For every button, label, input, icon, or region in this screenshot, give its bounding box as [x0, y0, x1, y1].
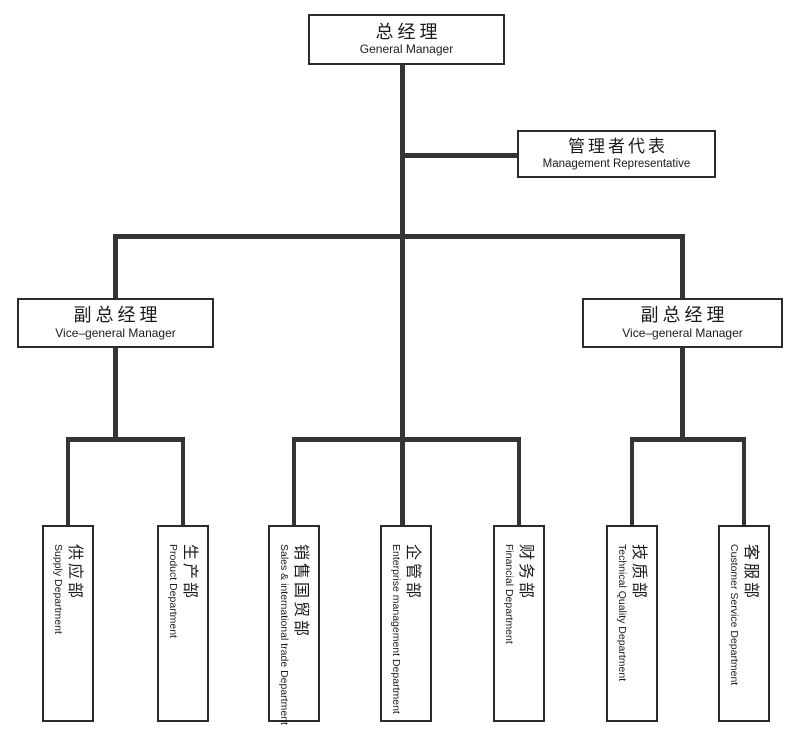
vice-general-manager-left-label-zh: 副总经理	[73, 305, 162, 326]
org-node-management-representative: 管理者代表 Management Representative	[517, 130, 716, 178]
general-manager-label-zh: 总经理	[375, 21, 442, 42]
connector-main-vertical	[400, 65, 405, 527]
dept-financial-rotated-label: 财务部 Financial Department	[495, 527, 543, 720]
dept-sales-label-en: Sales & international trade Department	[277, 544, 290, 725]
connector-drop-financial	[517, 437, 521, 525]
dept-sales-label-zh: 销售国贸部	[292, 544, 310, 640]
org-node-general-manager: 总经理 General Manager	[308, 14, 505, 65]
org-node-dept-enterprise-management: 企管部 Enterprise management Department	[380, 525, 432, 722]
connector-drop-customer	[742, 437, 746, 525]
dept-enterprise-label-zh: 企管部	[404, 544, 422, 602]
connector-right-group-horizontal	[630, 437, 746, 442]
connector-drop-supply	[66, 437, 70, 525]
org-node-dept-supply: 供应部 Supply Department	[42, 525, 94, 722]
org-node-dept-financial: 财务部 Financial Department	[493, 525, 545, 722]
dept-product-label-en: Product Department	[166, 544, 179, 638]
connector-vice-right-down	[680, 348, 685, 440]
dept-technical-label-zh: 技质部	[630, 544, 648, 602]
dept-product-label-zh: 生产部	[181, 544, 199, 602]
dept-supply-label-en: Supply Department	[51, 544, 64, 634]
org-node-dept-product: 生产部 Product Department	[157, 525, 209, 722]
management-representative-label-zh: 管理者代表	[568, 137, 668, 157]
org-node-dept-customer-service: 客服部 Customer Service Department	[718, 525, 770, 722]
connector-vice-left-down	[113, 348, 118, 440]
connector-drop-vice-left	[113, 234, 118, 298]
connector-management-rep-branch	[400, 153, 519, 158]
management-representative-label-en: Management Representative	[542, 157, 691, 170]
dept-enterprise-label-en: Enterprise management Department	[389, 544, 402, 714]
vice-general-manager-right-label-en: Vice–general Manager	[622, 325, 743, 340]
dept-technical-label-en: Technical Quality Department	[615, 544, 628, 682]
org-node-dept-technical-quality: 技质部 Technical Quality Department	[606, 525, 658, 722]
connector-drop-sales	[292, 437, 296, 525]
org-node-vice-general-manager-left: 副总经理 Vice–general Manager	[17, 298, 214, 348]
dept-customer-label-en: Customer Service Department	[727, 544, 740, 686]
dept-supply-label-zh: 供应部	[66, 544, 84, 602]
dept-enterprise-rotated-label: 企管部 Enterprise management Department	[382, 527, 430, 720]
dept-sales-rotated-label: 销售国贸部 Sales & international trade Depart…	[270, 527, 318, 725]
connector-center-group-horizontal	[292, 437, 521, 442]
connector-left-group-horizontal	[66, 437, 185, 442]
general-manager-label-en: General Manager	[359, 42, 454, 57]
dept-supply-rotated-label: 供应部 Supply Department	[44, 527, 92, 720]
connector-drop-vice-right	[680, 234, 685, 298]
org-node-vice-general-manager-right: 副总经理 Vice–general Manager	[582, 298, 783, 348]
dept-customer-label-zh: 客服部	[742, 544, 760, 602]
dept-financial-label-zh: 财务部	[517, 544, 535, 602]
dept-customer-rotated-label: 客服部 Customer Service Department	[720, 527, 768, 720]
org-node-dept-sales-international-trade: 销售国贸部 Sales & international trade Depart…	[268, 525, 320, 725]
connector-drop-product	[181, 437, 185, 525]
connector-drop-technical	[630, 437, 634, 525]
connector-distribution-horizontal	[113, 234, 685, 239]
dept-financial-label-en: Financial Department	[502, 544, 515, 644]
dept-product-rotated-label: 生产部 Product Department	[159, 527, 207, 720]
dept-technical-rotated-label: 技质部 Technical Quality Department	[608, 527, 656, 720]
vice-general-manager-right-label-zh: 副总经理	[640, 305, 729, 326]
vice-general-manager-left-label-en: Vice–general Manager	[55, 325, 176, 340]
